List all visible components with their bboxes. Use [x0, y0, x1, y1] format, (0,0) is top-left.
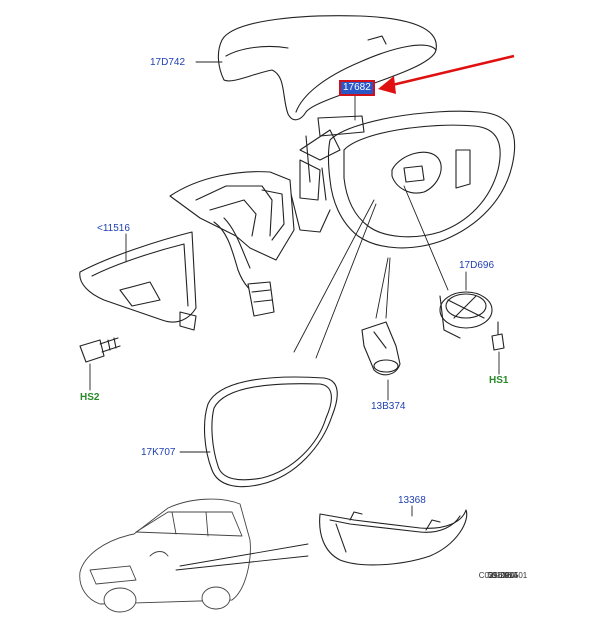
inner-cover-part: [79, 231, 197, 331]
puddle-lamp-part: [361, 321, 401, 376]
part-label-13368[interactable]: 13368: [398, 495, 426, 506]
reference-line-4: C0256060-01: [478, 571, 528, 580]
screw-hs1-part: [491, 321, 505, 351]
side-indicator-part: [319, 509, 468, 566]
mirror-base-part: [169, 171, 295, 261]
reference-line-1: 5010905: [487, 571, 519, 580]
part-label-13b374[interactable]: 13B374: [371, 401, 406, 412]
part-label-hs2[interactable]: HS2: [80, 392, 100, 403]
reference-line-2: 39-2014: [488, 571, 518, 580]
reference-line-3: LX: [498, 571, 508, 580]
wiring-harness-part: [213, 217, 275, 317]
part-label-11516[interactable]: <11516: [97, 223, 130, 234]
mirror-housing-part: [289, 110, 516, 249]
highlight-arrow: [378, 54, 515, 94]
mirror-cover-part: [217, 15, 437, 121]
leader-lines: [89, 61, 500, 571]
vehicle-illustration: [79, 498, 251, 613]
part-label-17682-highlighted[interactable]: 17682: [339, 80, 375, 96]
part-label-17d696[interactable]: 17D696: [459, 260, 495, 271]
mirror-motor-part: [439, 291, 493, 339]
part-label-17k707[interactable]: 17K707: [141, 447, 176, 458]
part-label-17d742[interactable]: 17D742: [150, 57, 186, 68]
screw-hs2-part: [79, 337, 121, 363]
part-label-hs1[interactable]: HS1: [489, 375, 509, 386]
mirror-glass-part: [204, 376, 338, 488]
